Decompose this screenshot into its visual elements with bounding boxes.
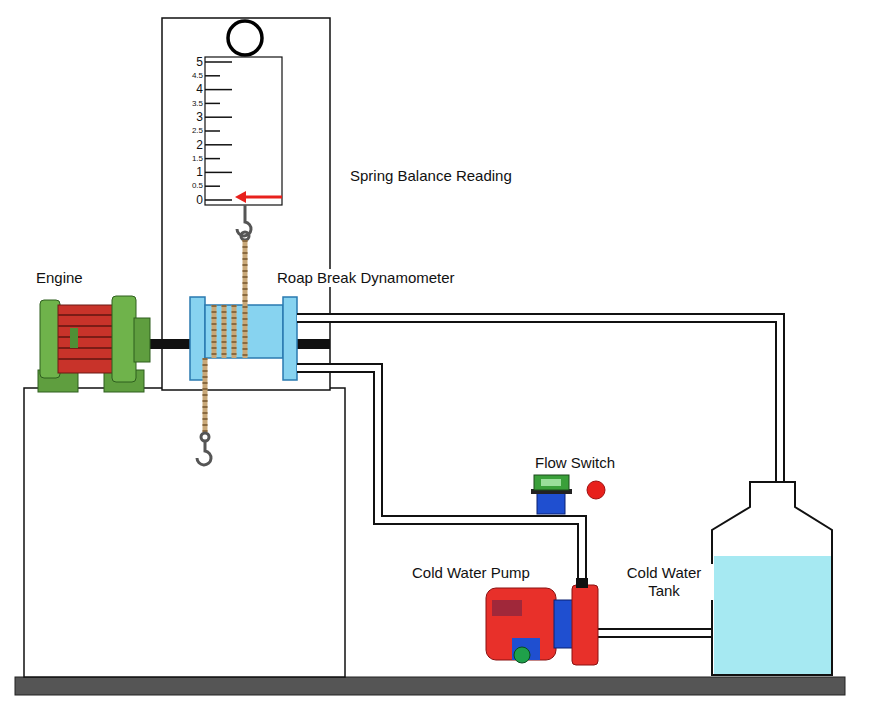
scale-ticks	[205, 62, 232, 200]
water-tank	[712, 482, 832, 675]
part-label: Engine	[34, 269, 85, 287]
pointer-arrow	[244, 196, 282, 199]
scale-number: 0.5	[192, 181, 203, 191]
scale-box	[205, 57, 282, 205]
rope	[205, 240, 245, 432]
engine-illustration	[38, 296, 150, 392]
scale-number: 1	[196, 165, 203, 179]
scale-number: 3	[196, 110, 203, 124]
scale-number: 2.5	[192, 126, 203, 136]
ground-bar	[15, 677, 845, 695]
water-pipes	[297, 318, 780, 633]
part-label: Cold Water Tank	[615, 564, 713, 600]
scale-number: 1.5	[192, 154, 203, 164]
scale-number: 2	[196, 138, 203, 152]
shaft	[295, 339, 330, 349]
part-label: Spring Balance Reading	[348, 167, 514, 185]
upper-hook	[237, 205, 251, 240]
panel-ring	[228, 21, 262, 55]
scale-number: 4	[196, 82, 203, 96]
flow-switch-icon	[531, 475, 605, 514]
part-label: Flow Switch	[533, 454, 617, 472]
part-label: Roap Break Dynamometer	[275, 269, 457, 287]
pointer-head	[235, 191, 246, 203]
scale-number: 3.5	[192, 99, 203, 109]
lower-hook	[197, 433, 211, 465]
scale-number: 5	[196, 55, 203, 69]
part-label: Cold Water Pump	[410, 564, 532, 582]
balance-panel	[162, 18, 330, 390]
scale-number: 4.5	[192, 71, 203, 81]
pump-illustration	[486, 578, 598, 665]
scale-number: 0	[196, 193, 203, 207]
shaft	[150, 339, 192, 349]
bench-table	[24, 388, 345, 677]
